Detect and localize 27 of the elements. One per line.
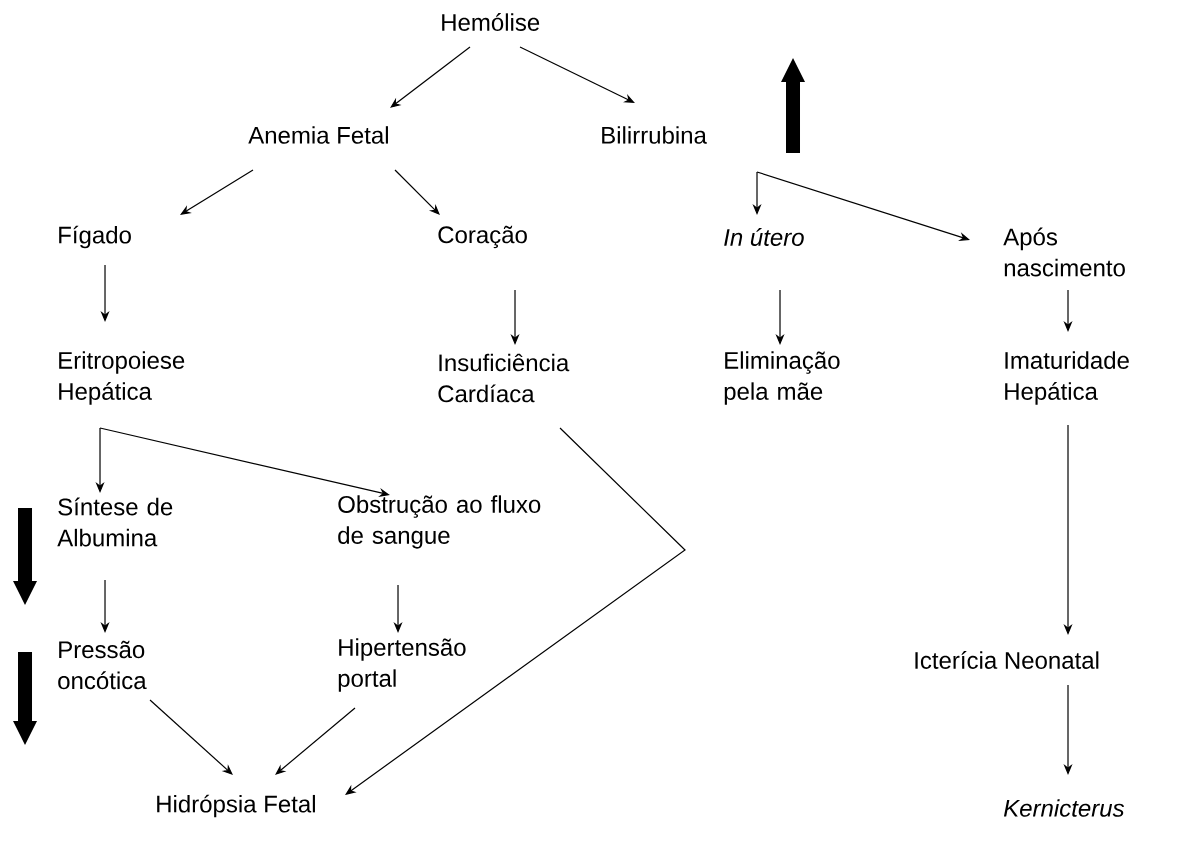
text-label: Eliminação pela mãe [724,351,840,405]
arrow [275,707,356,775]
arrow [394,169,440,215]
arrow [345,427,686,795]
arrow [180,169,254,215]
text-label: Obstrução ao fluxo de sangue [338,495,541,549]
text-label: Hemólise [442,13,540,31]
text-label: Imaturidade Hepática [1005,351,1129,405]
arrow [390,46,471,108]
text-label: Após nascimento [1003,227,1125,277]
text-label: Eritropoiese Hepática [59,351,185,405]
arrow [149,699,233,775]
arrow [519,46,635,103]
text-label: Insuficiência Cardíaca [438,353,570,403]
arrow [756,171,970,241]
text-label: In útero [724,228,804,246]
text-label: Síntese de Albumina [57,497,173,547]
text-label: Bilirrubina [602,126,707,144]
text-label: Coração [438,225,527,249]
text-label: Anemia Fetal [248,126,388,144]
text-label: Icterícia Neonatal [915,651,1099,669]
arrow [99,427,390,497]
text-label: Hipertensão portal [338,638,466,692]
text-label: Hidrópsia Fetal [157,794,315,818]
text-label: Kernicterus [1003,799,1125,817]
text-label: Fígado [59,225,131,249]
text-label: Pressão oncótica [58,640,147,690]
